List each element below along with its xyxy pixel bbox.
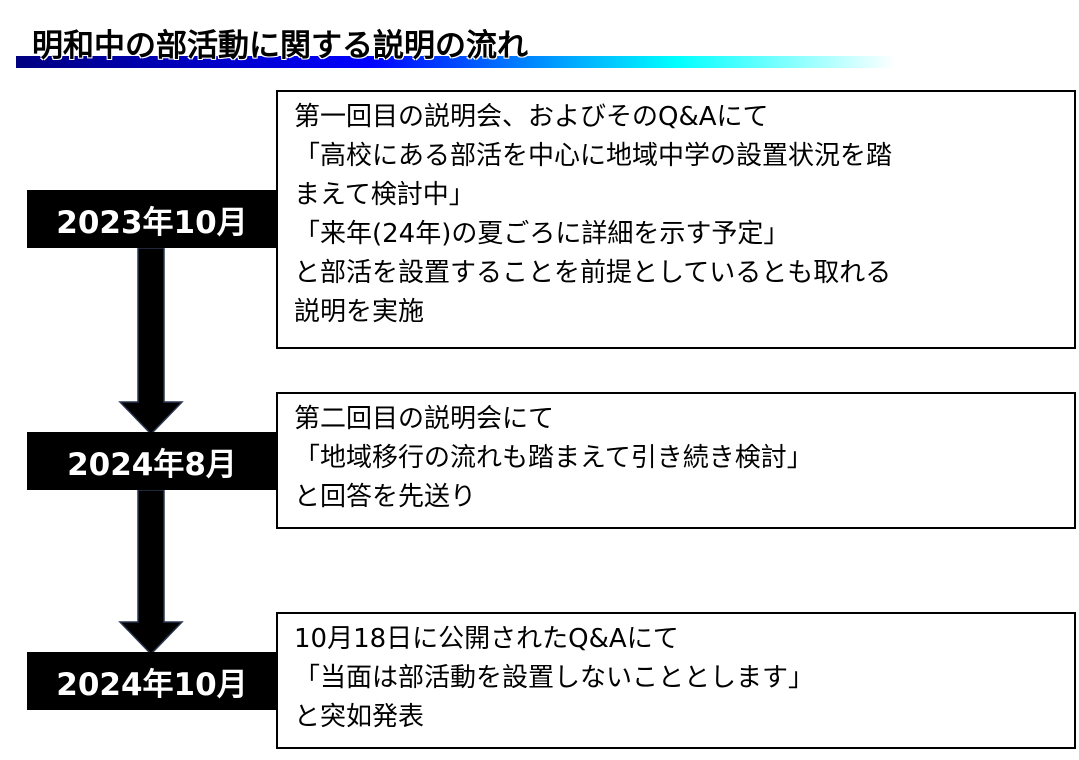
event-text-line: まえて検討中」	[294, 180, 475, 210]
event-text-line: 「高校にある部活を中心に地域中学の設置状況を踏	[294, 141, 893, 171]
page-title: 明和中の部活動に関する説明の流れ	[32, 28, 528, 64]
date-label-2024-08: 2024年8月	[27, 432, 277, 490]
event-text-line: と部活を設置することを前提としているとも取れる	[294, 258, 892, 288]
event-box-second-briefing: 第二回目の説明会にて 「地域移行の流れも踏まえて引き続き検討」 と回答を先送り	[276, 392, 1076, 529]
event-box-first-briefing: 第一回目の説明会、およびそのQ&Aにて 「高校にある部活を中心に地域中学の設置状…	[276, 90, 1076, 349]
arrow-down-icon	[118, 248, 184, 434]
event-text-line: と回答を先送り	[294, 482, 477, 512]
event-text-line: 第二回目の説明会にて	[294, 404, 555, 434]
event-text-line: 10月18日に公開されたQ&Aにて	[294, 624, 679, 654]
event-text-line: 「来年(24年)の夏ごろに詳細を示す予定」	[294, 219, 790, 249]
title-gradient-bar	[16, 56, 896, 68]
event-text-line: 第一回目の説明会、およびそのQ&Aにて	[294, 102, 769, 132]
event-text-line: 「当面は部活動を設置しないこととします」	[294, 663, 815, 693]
event-box-qa-announcement: 10月18日に公開されたQ&Aにて 「当面は部活動を設置しないこととします」 と…	[276, 612, 1076, 749]
event-text-line: と突如発表	[294, 702, 425, 732]
arrow-down-icon	[118, 490, 184, 654]
event-text-line: 説明を実施	[294, 297, 425, 327]
date-label-2024-10: 2024年10月	[27, 652, 277, 710]
event-text-line: 「地域移行の流れも踏まえて引き続き検討」	[294, 443, 813, 473]
date-label-2023-10: 2023年10月	[27, 190, 277, 248]
